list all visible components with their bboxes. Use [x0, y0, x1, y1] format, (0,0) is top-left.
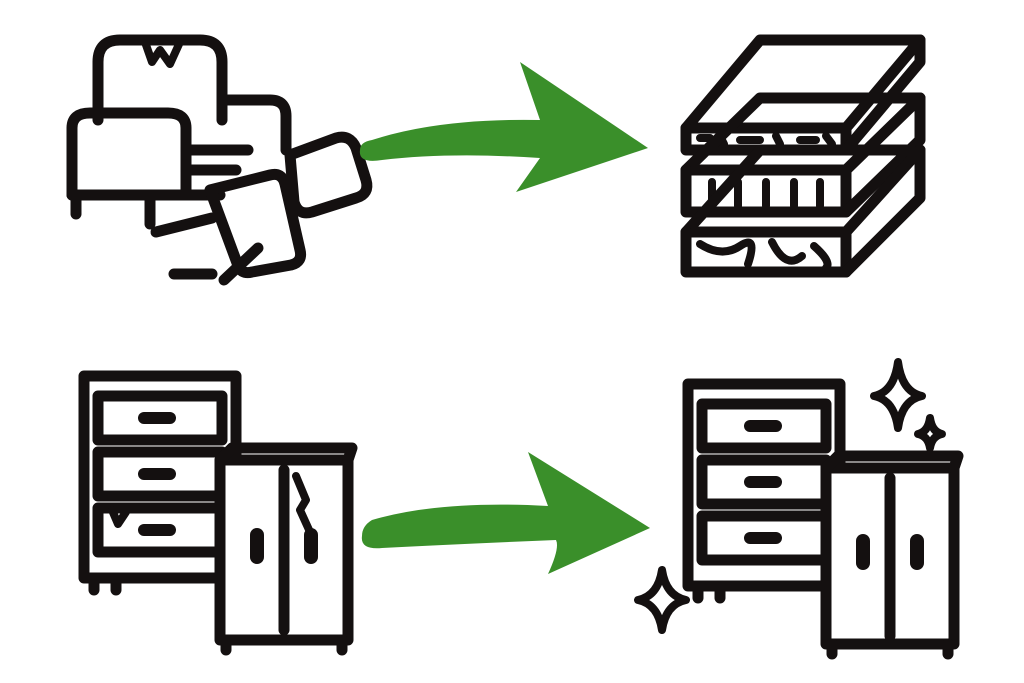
sparkle-icon [634, 358, 946, 634]
restored-drawers-and-cabinet-icon [682, 378, 964, 660]
green-right-arrow-icon [359, 62, 648, 192]
broken-armchair-icon [66, 34, 373, 286]
green-right-arrow-icon-2 [361, 452, 650, 574]
wood-planks-icon [680, 34, 926, 278]
damaged-drawers-and-cabinet-icon [78, 370, 358, 656]
